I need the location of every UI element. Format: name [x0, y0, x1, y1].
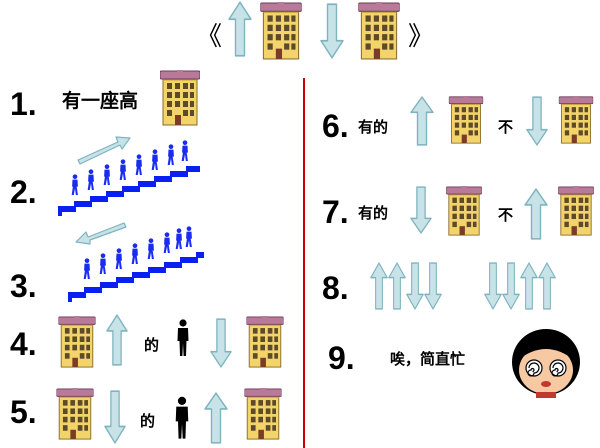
building-icon — [160, 70, 200, 126]
stairs-down-icon — [68, 222, 204, 302]
building-icon — [446, 186, 482, 236]
stairs-up-icon — [58, 136, 200, 216]
down-arrow-icon — [406, 262, 424, 310]
up-arrow-icon — [370, 262, 388, 310]
item-number: 3. — [10, 268, 37, 304]
down-arrow-icon — [104, 390, 126, 444]
down-arrow-icon — [320, 3, 344, 59]
item-number: 9. — [328, 340, 355, 376]
up-arrow-icon — [106, 314, 128, 366]
item-lead: 有的 — [358, 204, 389, 222]
person-icon — [176, 318, 190, 358]
item-number: 7. — [322, 194, 349, 230]
item-connector: 不 — [498, 118, 514, 136]
building-icon — [246, 316, 284, 368]
down-arrow-icon — [484, 262, 502, 310]
up-arrow-icon — [410, 96, 434, 146]
column-divider — [303, 78, 305, 448]
item-lead: 有的 — [358, 118, 389, 136]
down-arrow-icon — [424, 262, 442, 310]
building-icon — [244, 388, 282, 440]
item-number: 4. — [10, 326, 37, 362]
item-text: 有一座高 — [62, 90, 139, 112]
up-arrow-icon — [204, 392, 228, 444]
down-arrow-icon — [526, 96, 548, 146]
down-arrow-icon — [210, 318, 232, 368]
building-icon — [358, 2, 400, 60]
item-number: 6. — [322, 108, 349, 144]
up-arrow-icon — [228, 1, 252, 57]
down-arrow-icon — [410, 186, 432, 234]
title-close-bracket: 》 — [408, 22, 435, 52]
item-number: 2. — [10, 174, 37, 210]
up-arrow-icon — [388, 262, 406, 310]
building-icon — [56, 388, 94, 440]
item-number: 1. — [10, 86, 37, 122]
up-arrow-icon — [524, 188, 548, 240]
up-arrow-icon — [520, 262, 538, 310]
title-open-bracket: 《 — [196, 22, 223, 52]
person-icon — [174, 396, 190, 440]
down-arrow-icon — [502, 262, 520, 310]
item-connector: 的 — [140, 412, 156, 430]
item-number: 5. — [10, 394, 37, 430]
building-icon — [58, 316, 96, 368]
item-connector: 不 — [498, 206, 514, 224]
building-icon — [260, 2, 302, 60]
building-icon — [558, 96, 594, 144]
building-icon — [558, 186, 594, 236]
dizzy-girl-icon — [512, 329, 580, 398]
item-connector: 的 — [144, 336, 160, 354]
building-icon — [448, 96, 484, 144]
item-text: 唉，简直忙 — [390, 350, 466, 368]
up-arrow-icon — [538, 262, 556, 310]
item-number: 8. — [322, 270, 349, 306]
